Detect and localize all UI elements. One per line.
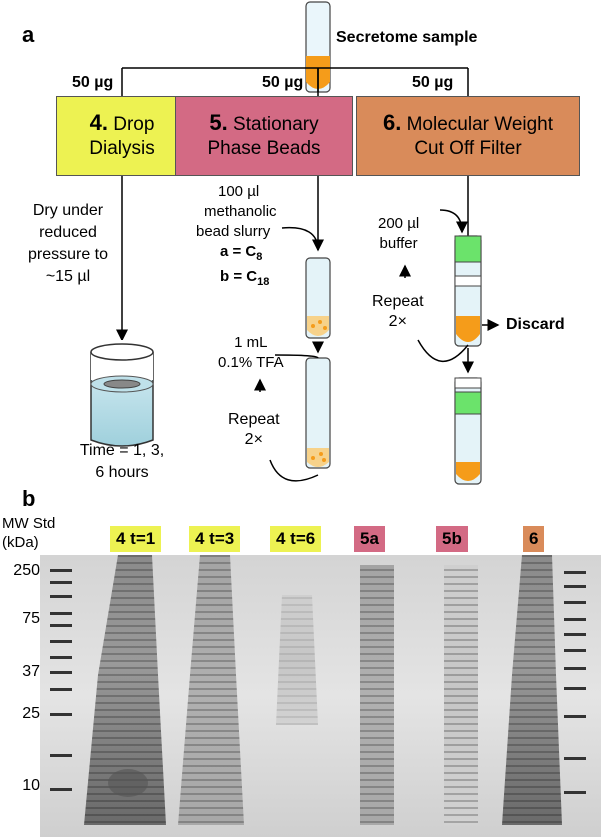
lane-label-6: 6 [523, 526, 545, 552]
dialysis-beaker [90, 340, 154, 447]
amount-label-3: 50 µg [412, 74, 454, 91]
bead-b-label: b = C18 [196, 267, 277, 292]
text-line: 6 hours [95, 464, 149, 481]
amount-label-2: 50 µg [262, 74, 304, 91]
discard-label: Discard [506, 316, 565, 333]
filter-tube-2 [454, 377, 482, 485]
lane-label-5b: 5b [436, 526, 468, 552]
text-line: ~15 µl [45, 268, 91, 285]
mw-std-title: MW Std (kDa) [2, 514, 55, 552]
bead-tube-1 [305, 257, 331, 339]
repeat-beads-text: Repeat 2× [228, 410, 280, 450]
panel-a-letter: a [22, 22, 35, 47]
split-lines [121, 67, 469, 96]
bead-tube-2 [305, 357, 331, 469]
gel-lane-6 [502, 555, 562, 825]
text-line: (kDa) [2, 534, 39, 551]
sample-label: Secretome sample [336, 29, 478, 46]
text-line: MW Std [2, 515, 56, 532]
filter-step-text: 200 µl buffer [378, 214, 419, 254]
tfa-step-text: 1 mL 0.1% TFA [218, 333, 284, 373]
text-line: 2× [388, 313, 407, 330]
bead-b-sub: 18 [257, 276, 270, 288]
text-line: methanolic [204, 203, 277, 220]
mw-marker-10: 10 [22, 777, 40, 794]
mw-marker-75: 75 [22, 610, 40, 627]
arrow-buffer [439, 209, 468, 234]
filter-tube-1 [454, 235, 482, 347]
lane-label-4t1: 4 t=1 [110, 526, 162, 552]
repeat-filter-text: Repeat 2× [372, 292, 424, 332]
text-line: 100 µl [218, 183, 260, 200]
text-line: 0.1% TFA [218, 354, 284, 371]
method-number: 4. [89, 110, 108, 135]
text-line: 1 mL [234, 334, 268, 351]
bead-a-label: a = C8 [196, 242, 277, 267]
mw-marker-250: 250 [13, 562, 40, 579]
dialysis-time-text: Time = 1, 3, 6 hours [62, 440, 182, 484]
text-line: bead slurry [196, 223, 271, 240]
mw-marker-37: 37 [22, 663, 40, 680]
text-line: Dry under [32, 202, 104, 219]
bead-a-sub: 8 [256, 251, 263, 263]
amount-label-1: 50 µg [72, 74, 114, 91]
text-line: Time = 1, 3, [79, 442, 165, 459]
arrow-tfa [274, 354, 319, 359]
method-title-line1: Stationary [233, 114, 319, 135]
lane-label-5a: 5a [354, 526, 385, 552]
repeat-loop-filter [417, 339, 469, 363]
lane-label-4t6: 4 t=6 [270, 526, 322, 552]
text-line: 200 µl [378, 215, 420, 232]
method-number: 5. [209, 110, 228, 135]
mw-marker-25: 25 [22, 705, 40, 722]
repeat-loop-beads [269, 459, 319, 482]
text-line: Repeat [228, 411, 280, 428]
bead-a-text: a = C [220, 243, 257, 260]
dialysis-step-text: Dry under reduced pressure to ~15 µl [18, 200, 118, 288]
lane-label-4t3: 4 t=3 [189, 526, 241, 552]
method-title-line1: Drop [113, 114, 155, 135]
panel-b-letter: b [22, 486, 36, 511]
text-line: reduced [39, 224, 97, 241]
gel-lane-4t3 [178, 555, 244, 825]
method-box-mw-filter: 6. Molecular Weight Cut Off Filter [356, 96, 580, 176]
text-line: 2× [244, 431, 263, 448]
mw-ladder-left [50, 569, 72, 791]
method-number: 6. [382, 110, 402, 135]
gel-lane-5a [360, 565, 394, 825]
bead-b-text: b = C [220, 268, 258, 285]
method-title-line2: Cut Off Filter [414, 138, 522, 159]
arrow-slurry [281, 226, 324, 252]
mw-ladder-right [564, 571, 586, 794]
method-box-stationary-beads: 5. Stationary Phase Beads [175, 96, 353, 176]
beads-step-text: 100 µl methanolic bead slurry a = C8 b =… [196, 182, 277, 292]
method-box-drop-dialysis: 4. Drop Dialysis [56, 96, 188, 176]
method-title-line2: Phase Beads [207, 138, 321, 159]
method-title-line1: Molecular Weight [406, 114, 554, 135]
text-line: pressure to [27, 246, 109, 263]
text-line: buffer [379, 235, 418, 252]
workflow-diagram [90, 1, 500, 485]
gel-image [40, 555, 601, 837]
gel-lane-4t1 [84, 555, 166, 825]
gel-lane-4t6 [276, 595, 318, 725]
method-title-line2: Dialysis [89, 138, 155, 159]
gel-lane-5b [444, 565, 478, 825]
text-line: Repeat [372, 293, 424, 310]
